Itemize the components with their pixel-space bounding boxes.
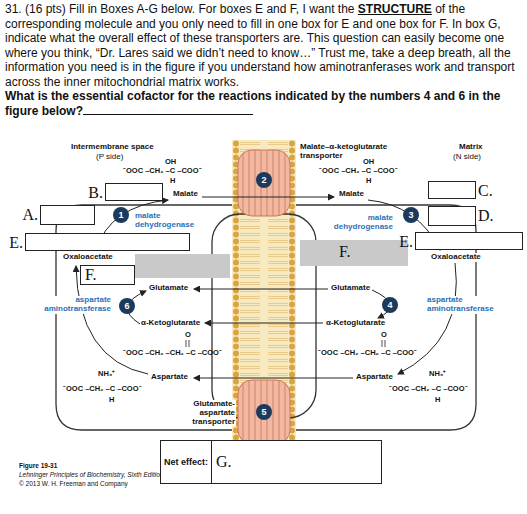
metabolite-label: Oxaloacetate: [430, 253, 482, 262]
transporter-protein: [238, 150, 290, 216]
question-prompt-line: What is the essential cofactor for the r…: [5, 89, 522, 118]
compartment-label: Matrix: [458, 143, 484, 152]
figure-caption: Figure 19-31: [18, 462, 58, 469]
answer-shade: [300, 240, 408, 266]
structure-group: H: [365, 177, 372, 185]
metabolite-label: Aspartate: [150, 373, 189, 382]
step-number-text: 4: [387, 300, 392, 310]
net-effect-heading: Net effect:: [161, 441, 212, 483]
structure-group: O: [380, 331, 388, 339]
structure-group: H: [169, 177, 176, 185]
structure-formula: ⁻OOC –CH₂ –C –COO⁻: [62, 385, 143, 393]
structure-group: NH₃⁺: [428, 370, 447, 378]
metabolite-label: Aspartate: [355, 373, 394, 382]
step-number: 4: [382, 297, 398, 313]
structure-group: OH: [164, 158, 177, 166]
step-number-text: 6: [124, 301, 129, 311]
compartment-side: (N side): [452, 153, 482, 162]
box-letter: B.: [88, 184, 103, 202]
box-letter: E.: [399, 233, 413, 251]
structure-group: OH: [362, 158, 375, 166]
step-number-text: 2: [261, 175, 266, 185]
reaction-arrows: [76, 197, 456, 378]
question-text: 31. (16 pts) Fill in Boxes A-G below. Fo…: [5, 2, 355, 16]
question-text: 31. (16 pts) Fill in Boxes A-G below. Fo…: [5, 2, 522, 118]
transporter-label: Malate–α-ketoglutarate transporter: [299, 143, 406, 161]
answer-box: A.: [40, 205, 95, 225]
net-effect-box: Net effect:G.: [160, 440, 382, 484]
metabolite-label: Oxaloacetate: [62, 253, 114, 262]
step-number: 6: [119, 298, 135, 314]
enzyme-label: aspartate aminotransferase: [28, 296, 112, 314]
structure-formula: ⁻OOC –CH₂ –CH₂ –C –COO⁻: [317, 349, 418, 357]
transporter-label: Glutamate-aspartate transporter: [160, 400, 236, 426]
compartment-side: (P side): [95, 153, 124, 162]
enzyme-label: aspartate aminotransferase: [426, 296, 510, 314]
metabolite-label: α-Ketoglutarate: [325, 319, 386, 328]
answer-box: D.: [428, 206, 476, 226]
metabolite-label: Malate: [172, 190, 199, 199]
metabolite-label: α-Ketoglutarate: [140, 319, 201, 328]
structure-formula: ⁻OOC –CH₂ –C –COO⁻: [388, 385, 469, 393]
figure-caption: © 2013 W. H. Freeman and Company: [18, 480, 129, 487]
enzyme-label: malate dehydrogenase: [322, 214, 394, 232]
step-number-text: 5: [261, 407, 266, 417]
metabolite-label: Glutamate: [148, 284, 189, 293]
step-number: 1: [113, 207, 129, 223]
step-number: 3: [403, 207, 419, 223]
box-letter: G.: [212, 453, 232, 471]
box-letter: F.: [81, 266, 97, 284]
answer-shade: [135, 254, 230, 278]
transporter-protein: [238, 380, 290, 444]
box-letter: D.: [478, 207, 494, 225]
structure-group: H: [108, 396, 115, 404]
inner-membrane: [232, 140, 296, 468]
answer-box: F.: [80, 265, 135, 285]
box-letter: F.: [335, 243, 351, 261]
step-number: 5: [256, 404, 272, 420]
structure-group: H: [434, 396, 441, 404]
answer-blank: [83, 104, 253, 115]
box-letter: E.: [9, 234, 23, 252]
box-letter: C.: [478, 182, 493, 200]
answer-box: C.: [428, 181, 476, 199]
step-number-text: 1: [118, 210, 123, 220]
box-letter: A.: [22, 206, 38, 224]
answer-box: E.: [25, 233, 190, 251]
compartment-label: Intermembrane space: [70, 143, 155, 152]
structure-formula: ⁻OOC –CH₂ –C –COO⁻: [122, 167, 203, 175]
structure-formula: ⁻OOC –CH₂ –C –COO⁻: [318, 167, 399, 175]
step-number: 2: [256, 172, 272, 188]
step-number-text: 3: [408, 210, 413, 220]
structure-group: O: [184, 331, 192, 339]
answer-box: F.: [335, 243, 375, 265]
structure-group: NH₃⁺: [97, 370, 116, 378]
metabolite-label: Malate: [338, 190, 365, 199]
emphasis-word: STRUCTURE: [358, 2, 432, 16]
figure-caption: Lehninger Principles of Biochemistry, Si…: [18, 471, 164, 478]
answer-box: B.: [105, 183, 163, 201]
double-bond: [186, 340, 385, 347]
answer-box: E.: [415, 232, 523, 250]
metabolite-label: Glutamate: [330, 284, 371, 293]
question-body: 31. (16 pts) Fill in Boxes A-G below. Fo…: [5, 2, 522, 89]
enzyme-label: malate dehydrogenase: [134, 212, 206, 230]
structure-formula: ⁻OOC –CH₂ –CH₂ –C –COO⁻: [122, 349, 223, 357]
